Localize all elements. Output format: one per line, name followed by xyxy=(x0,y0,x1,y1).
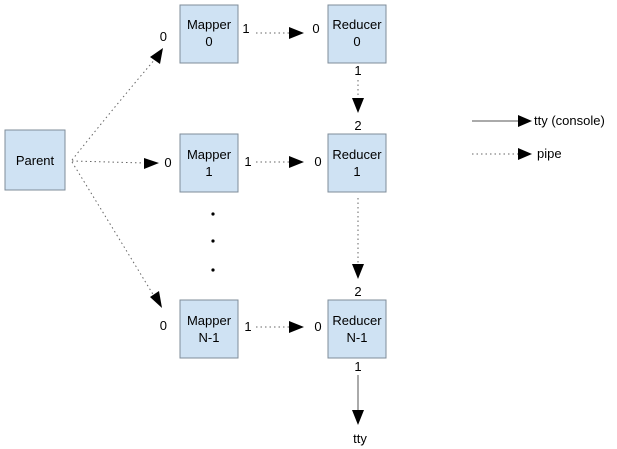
reducer-n-index: N-1 xyxy=(347,330,368,345)
port-reducer-1-top: 2 xyxy=(354,118,361,133)
port-reducer-0-down: 1 xyxy=(354,63,361,78)
pipe-parent-to-mapper-1 xyxy=(71,158,159,169)
reducer-n-label: Reducer xyxy=(332,313,382,328)
port-mapper-1-in: 0 xyxy=(164,155,171,170)
port-reducer-n-in: 0 xyxy=(314,319,321,334)
reducer-0-node: Reducer 0 xyxy=(327,4,387,64)
mapper-n-node: Mapper N-1 xyxy=(179,299,239,359)
pipe-mapper-0-to-reducer-0 xyxy=(256,27,304,39)
mapper-1-label: Mapper xyxy=(187,147,232,162)
mapper-n-index: N-1 xyxy=(199,330,220,345)
port-mapper-n-out: 1 xyxy=(244,319,251,334)
port-reducer-1-in: 0 xyxy=(314,154,321,169)
reducer-0-index: 0 xyxy=(353,34,360,49)
pipe-reducer-1-to-reducer-n xyxy=(352,198,364,279)
tty-terminal-label: tty xyxy=(353,431,367,446)
legend: tty (console) pipe xyxy=(472,113,605,161)
port-mapper-0-out: 1 xyxy=(242,21,249,36)
pipe-reducer-0-to-reducer-1 xyxy=(352,80,364,113)
tty-reducer-n-to-console xyxy=(352,375,364,425)
parent-label: Parent xyxy=(16,153,55,168)
mapper-1-index: 1 xyxy=(205,164,212,179)
mapper-0-node: Mapper 0 xyxy=(179,4,239,64)
legend-pipe: pipe xyxy=(472,146,562,161)
pipe-parent-to-mapper-n xyxy=(71,161,162,308)
port-mapper-0-in: 0 xyxy=(160,29,167,44)
pipe-mapper-n-to-reducer-n xyxy=(256,321,304,333)
port-mapper-1-out: 1 xyxy=(244,154,251,169)
mapper-0-index: 0 xyxy=(205,34,212,49)
legend-tty: tty (console) xyxy=(472,113,605,128)
port-reducer-n-top: 2 xyxy=(354,284,361,299)
pipe-mapper-1-to-reducer-1 xyxy=(256,156,304,168)
legend-pipe-label: pipe xyxy=(537,146,562,161)
port-reducer-0-in: 0 xyxy=(312,21,319,36)
reducer-0-label: Reducer xyxy=(332,17,382,32)
mapper-ellipsis xyxy=(211,212,215,272)
port-mapper-n-in: 0 xyxy=(160,318,167,333)
reducer-1-label: Reducer xyxy=(332,147,382,162)
mapper-n-label: Mapper xyxy=(187,313,232,328)
mapper-1-node: Mapper 1 xyxy=(179,133,239,193)
reducer-1-node: Reducer 1 xyxy=(327,133,387,193)
parent-node: Parent xyxy=(4,129,66,191)
legend-tty-label: tty (console) xyxy=(534,113,605,128)
mapper-0-label: Mapper xyxy=(187,17,232,32)
port-reducer-n-down: 1 xyxy=(354,359,361,374)
reducer-n-node: Reducer N-1 xyxy=(327,299,387,359)
pipe-parent-to-mapper-0 xyxy=(71,48,163,161)
reducer-1-index: 1 xyxy=(353,164,360,179)
